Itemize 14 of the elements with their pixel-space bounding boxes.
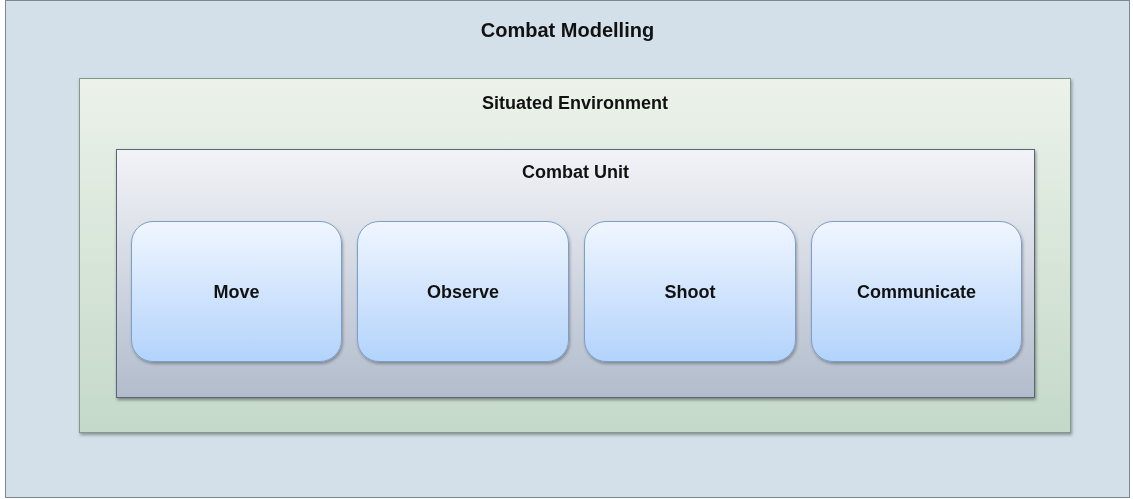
- activity-box: [584, 221, 796, 362]
- container-title: Situated Environment: [481, 93, 669, 114]
- box-label: Move: [212, 281, 261, 303]
- activity-box: [811, 221, 1022, 362]
- activity-box: [357, 221, 569, 362]
- activity-box: [131, 221, 342, 362]
- box-label: Observe: [425, 281, 500, 303]
- container-box: [116, 149, 1035, 398]
- container-box: [79, 78, 1071, 433]
- container-title: Combat Modelling: [479, 19, 656, 42]
- box-label: Shoot: [663, 281, 717, 303]
- container-title: Combat Unit: [521, 162, 630, 183]
- box-label: Communicate: [856, 281, 977, 303]
- container-box: [5, 0, 1130, 498]
